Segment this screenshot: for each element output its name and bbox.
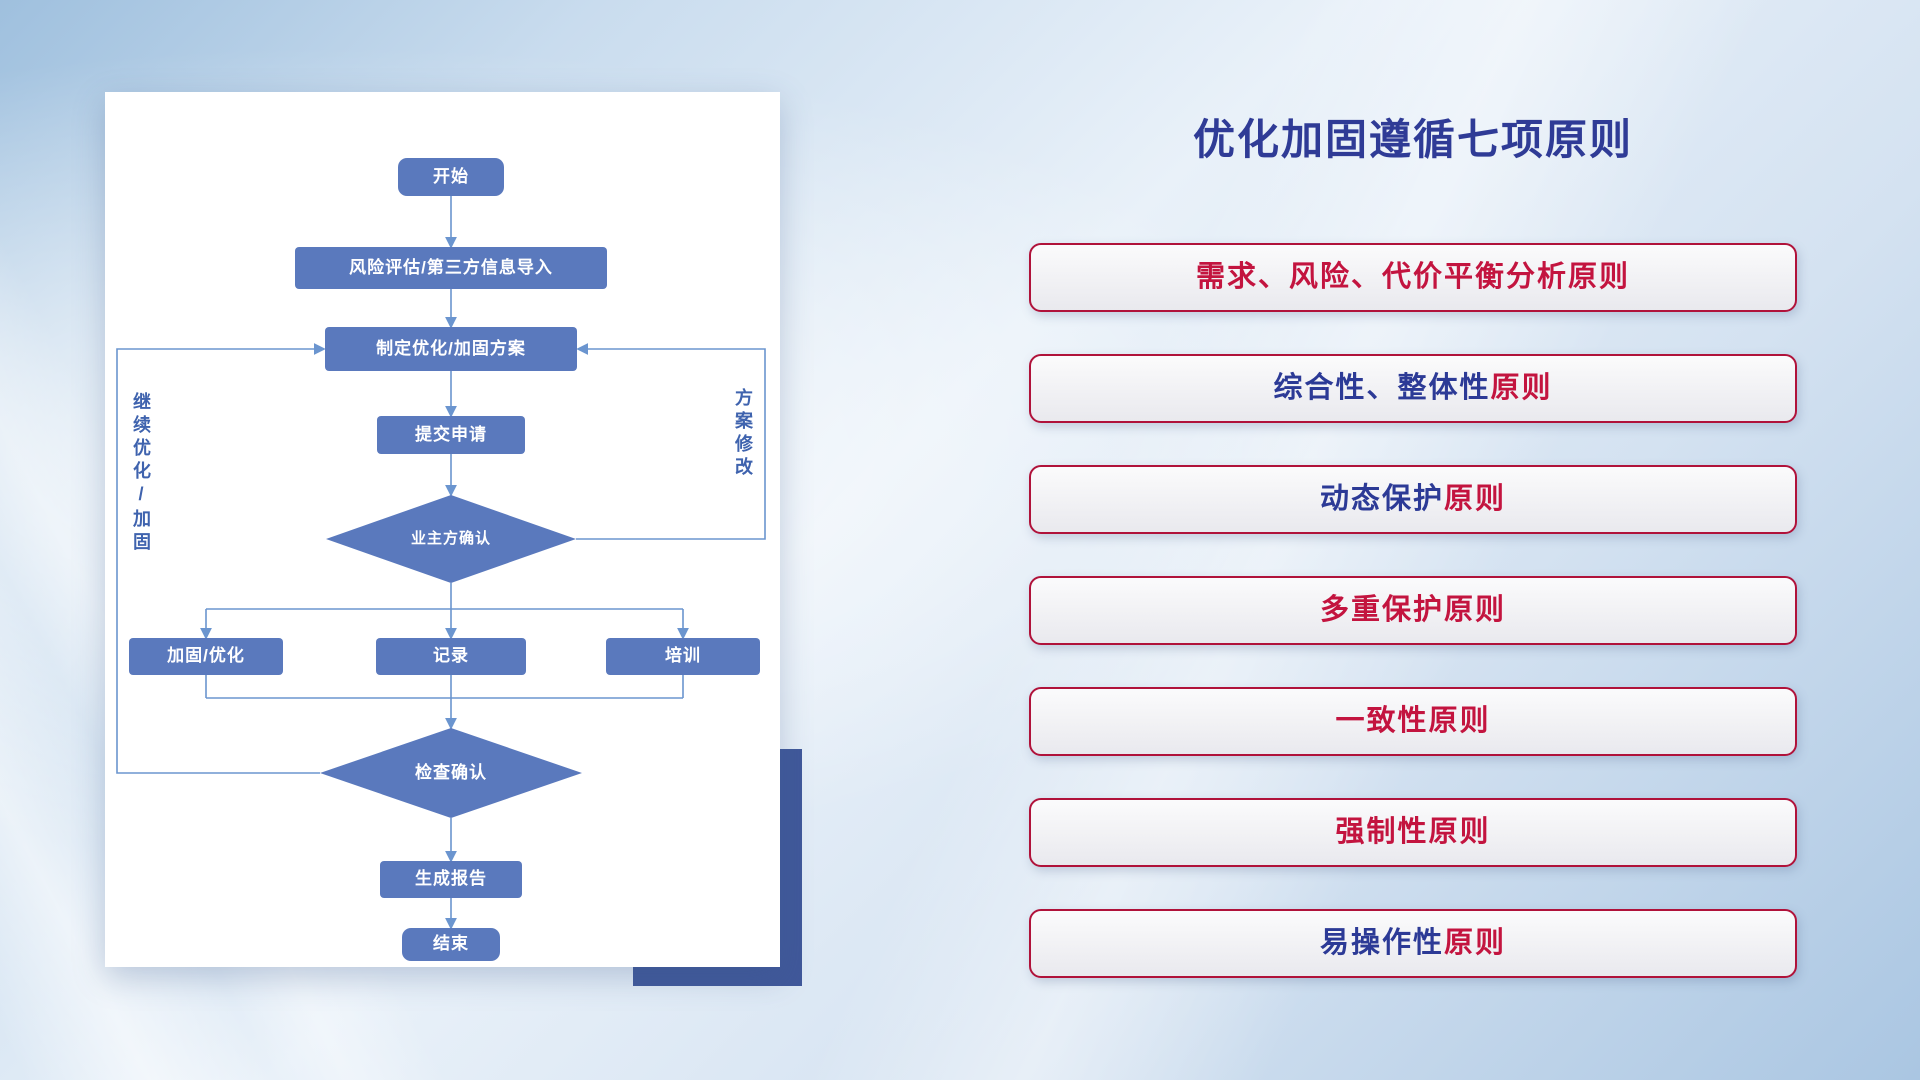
principles-panel: 优化加固遵循七项原则 需求、风险、代价平衡分析原则 综合性、整体性原则 动态保护… xyxy=(1029,115,1797,1020)
flow-node-report: 生成报告 xyxy=(380,861,522,898)
principle-2-text-blue: 综合性、整体性 xyxy=(1273,372,1491,405)
flow-node-risk-import: 风险评估/第三方信息导入 xyxy=(295,247,607,289)
principle-box-1: 需求、风险、代价平衡分析原则 xyxy=(1029,243,1797,313)
flow-node-make-plan: 制定优化/加固方案 xyxy=(325,327,577,371)
flow-label-continue-optimize: 继续优化/加固 xyxy=(131,392,151,555)
principle-box-5: 一致性原则 xyxy=(1029,687,1797,757)
flow-node-record: 记录 xyxy=(376,638,526,675)
principle-box-4: 多重保护原则 xyxy=(1029,576,1797,646)
principle-1-text-red: 需求、风险、代价平衡分析原则 xyxy=(1195,261,1630,294)
principle-7-text-red: 原则 xyxy=(1444,927,1507,960)
flow-connectors-svg xyxy=(116,196,766,930)
flowchart-card: 开始 风险评估/第三方信息导入 制定优化/加固方案 提交申请 业主方确认 加固/… xyxy=(105,92,780,967)
principle-box-3: 动态保护原则 xyxy=(1029,465,1797,535)
principle-box-2: 综合性、整体性原则 xyxy=(1029,354,1797,424)
principle-4-text-red: 多重保护原则 xyxy=(1319,594,1506,627)
connector-plan-revise-loop xyxy=(576,343,766,540)
flow-node-harden: 加固/优化 xyxy=(129,638,283,675)
principle-6-text-red: 强制性原则 xyxy=(1335,816,1491,849)
flow-node-submit: 提交申请 xyxy=(377,416,525,454)
principle-3-text-blue: 动态保护 xyxy=(1319,483,1444,516)
principle-box-7: 易操作性原则 xyxy=(1029,909,1797,979)
principle-7-text-blue: 易操作性 xyxy=(1319,927,1444,960)
principle-box-6: 强制性原则 xyxy=(1029,798,1797,868)
principle-3-text-red: 原则 xyxy=(1444,483,1507,516)
flow-node-end: 结束 xyxy=(402,928,500,961)
flow-node-training: 培训 xyxy=(606,638,760,675)
principle-2-text-red: 原则 xyxy=(1490,372,1553,405)
panel-title: 优化加固遵循七项原则 xyxy=(1192,116,1633,163)
flow-label-plan-revise: 方案修改 xyxy=(733,388,753,480)
connector-continue-optimize-loop xyxy=(116,343,326,774)
principle-5-text-red: 一致性原则 xyxy=(1335,705,1491,738)
flow-node-start: 开始 xyxy=(398,158,504,196)
